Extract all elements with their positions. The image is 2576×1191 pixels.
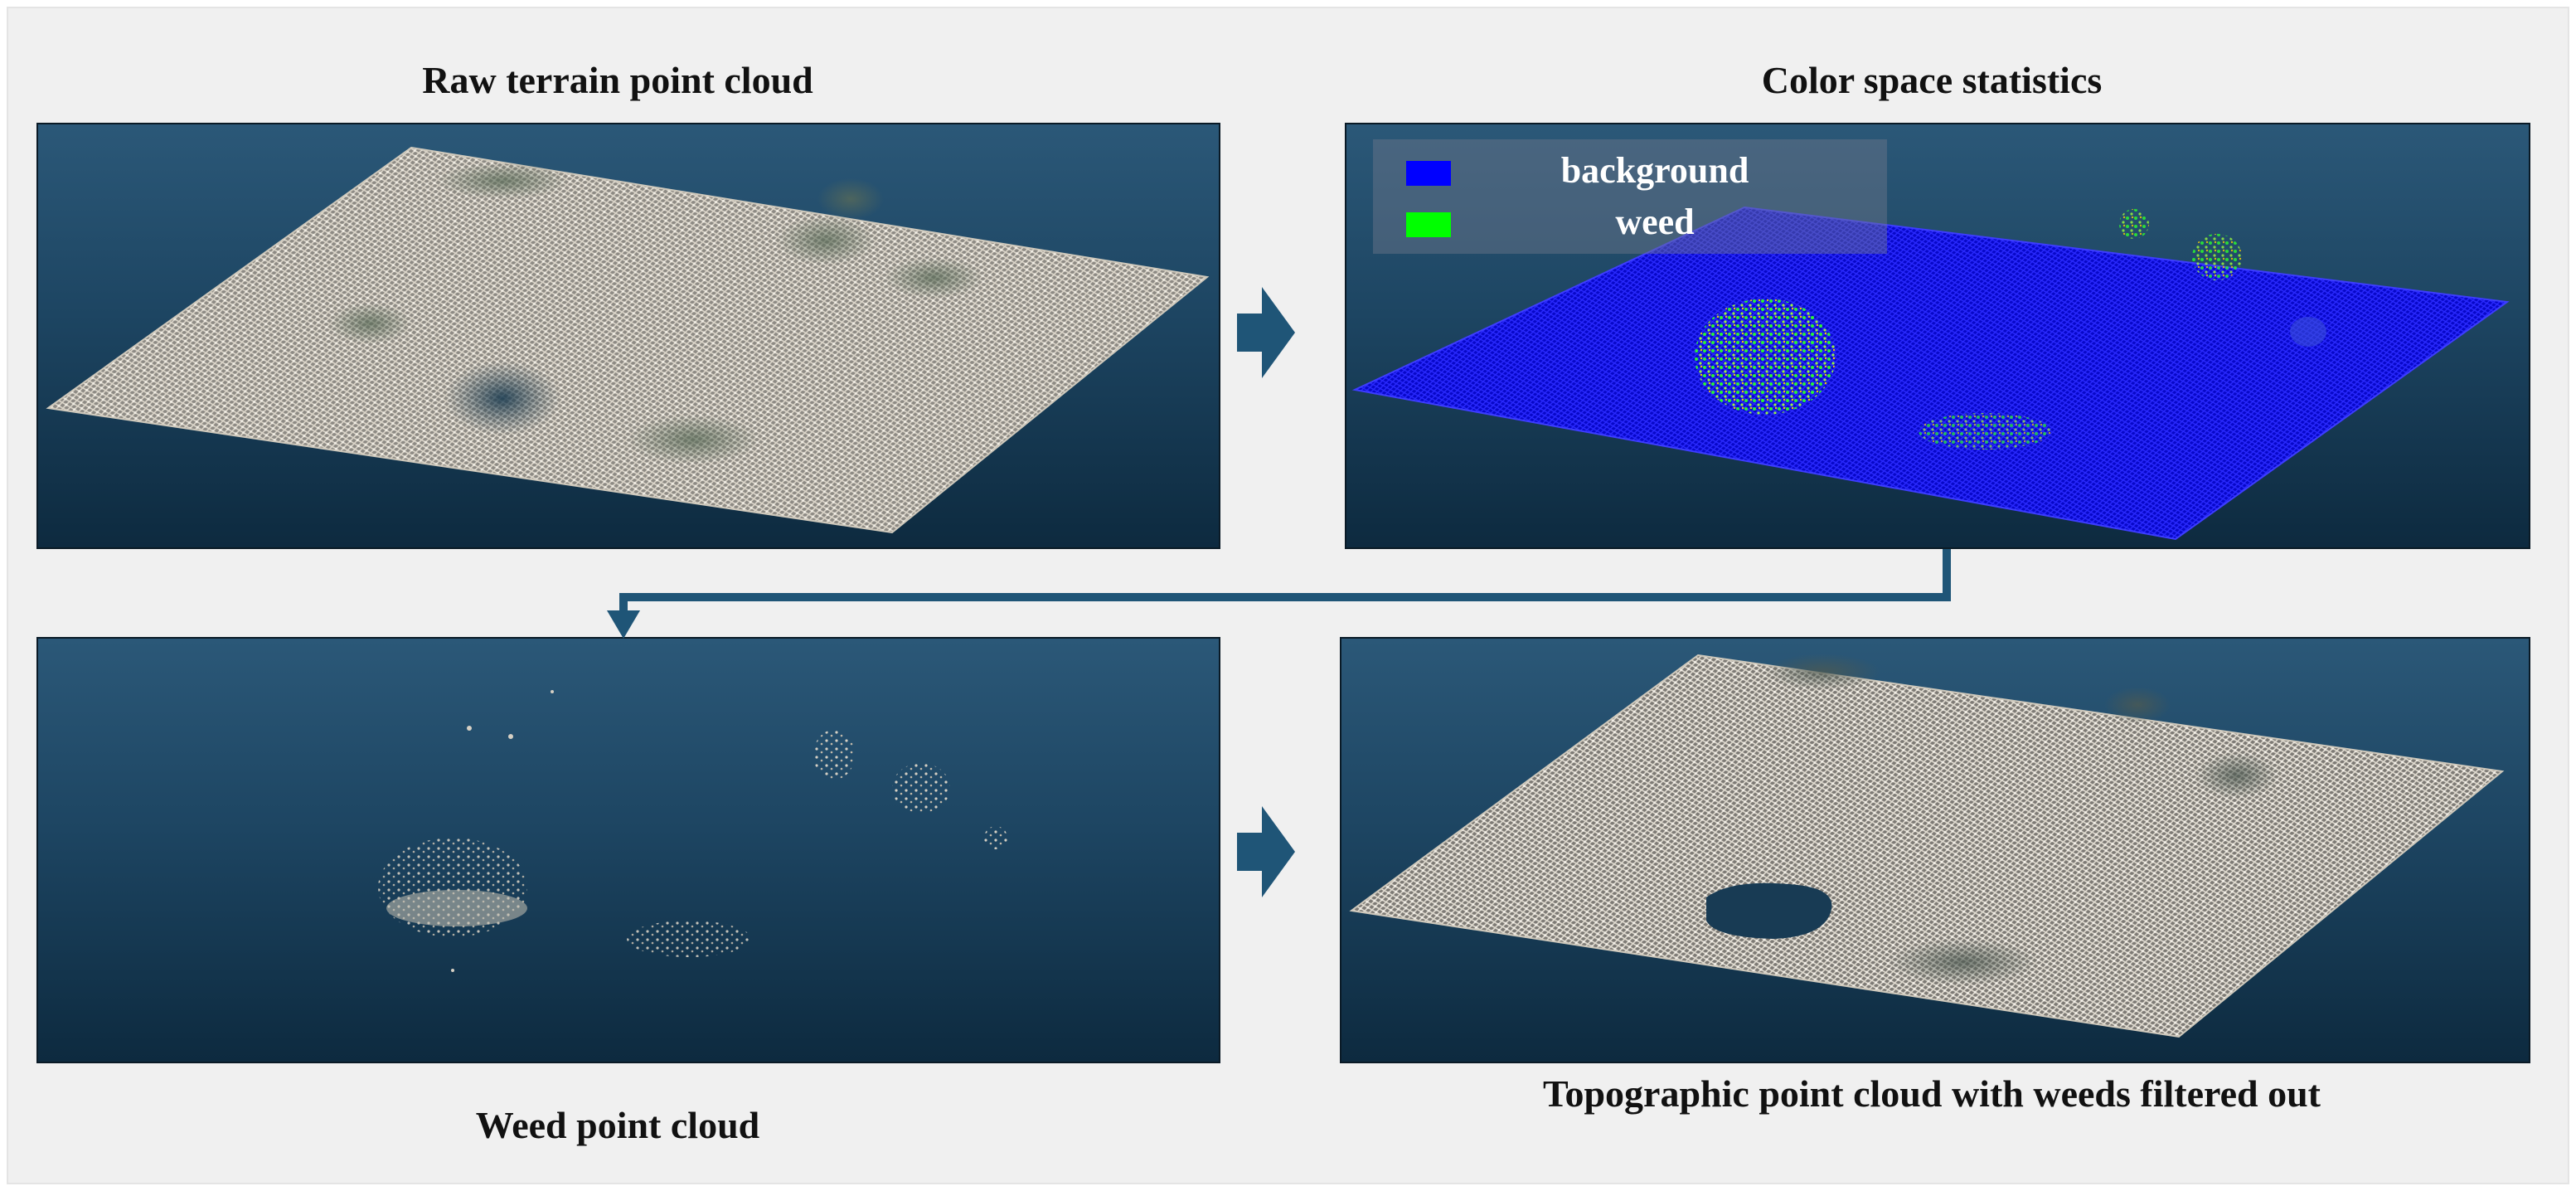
legend-swatch-background — [1406, 161, 1451, 186]
arrow-right-top — [1237, 287, 1295, 378]
raw-terrain-render — [46, 146, 1210, 534]
weed-point-cloud-panel — [36, 637, 1220, 1063]
weed-cluster-4 — [892, 763, 950, 813]
topographic-surface — [1349, 654, 2505, 1038]
weed-cluster-3 — [813, 730, 855, 780]
color-space-title: Color space statistics — [1761, 59, 2103, 101]
topographic-render — [1349, 654, 2505, 1038]
filtered-hole — [1706, 882, 1832, 939]
topographic-panel — [1340, 637, 2530, 1063]
connector-arrow — [607, 549, 1951, 639]
legend-swatch-weed — [1406, 212, 1451, 237]
color-space-panel: background weed — [1345, 123, 2530, 549]
weed-point-cloud-title: Weed point cloud — [475, 1104, 760, 1146]
weed-cluster-small — [1919, 413, 2051, 450]
weed-cluster-2 — [627, 921, 751, 957]
background-surface — [1351, 206, 2510, 541]
weed-point-cloud-render — [378, 690, 1007, 972]
color-space-render — [1351, 206, 2510, 541]
terrain-surface — [46, 146, 1210, 534]
legend-label-weed: weed — [1615, 202, 1695, 242]
figure-frame: Raw terrain point cloud Color space stat… — [7, 7, 2569, 1184]
raw-terrain-title: Raw terrain point cloud — [422, 59, 813, 101]
weed-cluster-large — [1695, 299, 1836, 415]
raw-terrain-panel — [36, 123, 1220, 549]
arrow-right-bottom — [1237, 806, 1295, 897]
legend: background weed — [1373, 139, 1887, 254]
legend-label-background: background — [1560, 150, 1749, 191]
topographic-title: Topographic point cloud with weeds filte… — [1543, 1072, 2321, 1115]
